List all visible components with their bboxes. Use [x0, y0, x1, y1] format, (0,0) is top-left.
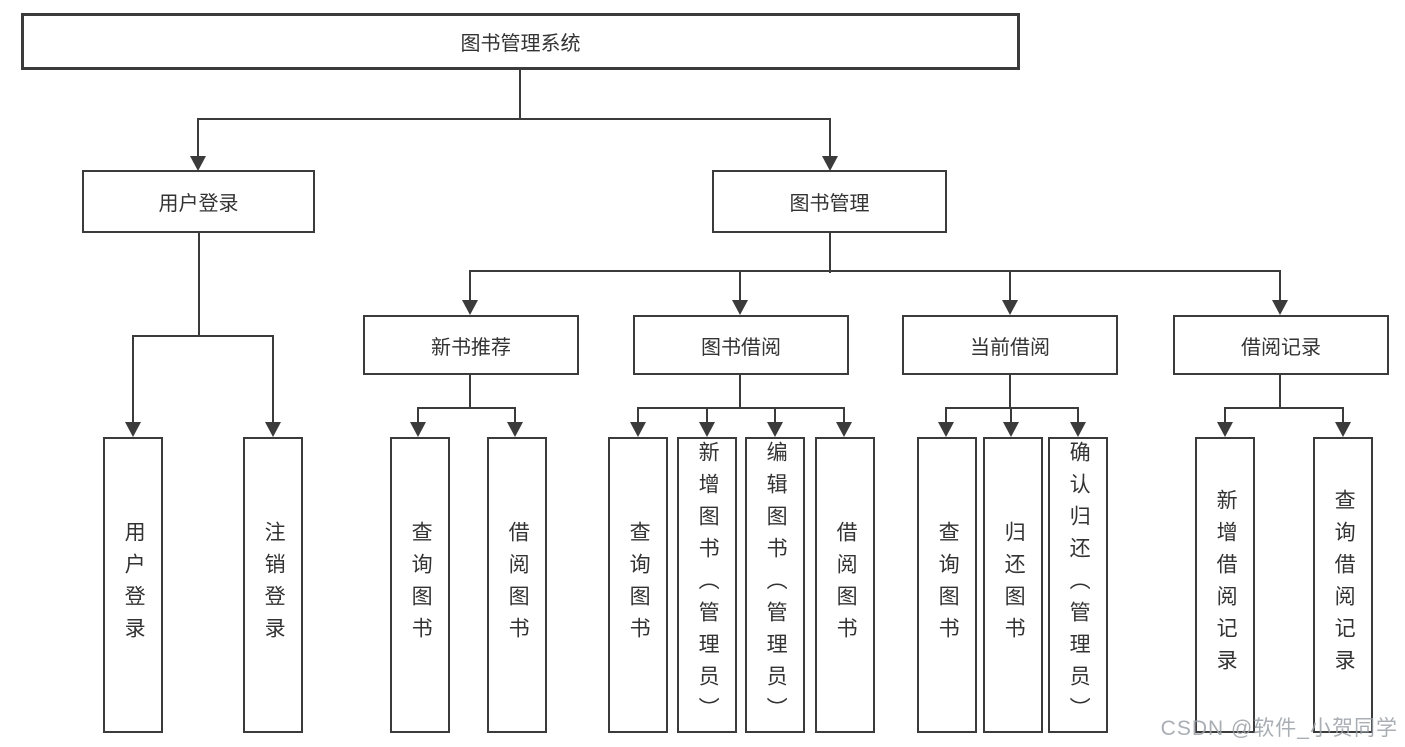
leaf-borrow-add-books-admin: 新增图书（管理员）	[677, 437, 737, 733]
node-label: 归还图书	[1002, 521, 1026, 649]
node-borrow-records: 借阅记录	[1173, 315, 1389, 375]
connector-line	[469, 271, 471, 302]
node-current-borrow: 当前借阅	[902, 315, 1118, 375]
arrow-down-icon	[125, 422, 141, 437]
node-label: 图书管理系统	[460, 33, 581, 55]
arrow-down-icon	[699, 422, 715, 437]
node-label: 图书借阅	[701, 336, 781, 359]
node-label: 查询图书	[409, 521, 433, 649]
leaf-records-query-borrow-record: 查询借阅记录	[1313, 437, 1373, 733]
arrow-down-icon	[836, 422, 852, 437]
connector-line	[519, 70, 521, 120]
leaf-borrow-edit-books-admin: 编辑图书（管理员）	[745, 437, 805, 733]
node-label: 确认归还（管理员）	[1067, 441, 1091, 729]
arrow-down-icon	[1002, 300, 1018, 315]
node-label: 借阅图书	[506, 521, 530, 649]
connector-line	[272, 336, 274, 423]
node-user-login: 用户登录	[82, 170, 315, 233]
arrow-down-icon	[507, 422, 523, 437]
connector-line	[945, 408, 947, 424]
watermark: CSDN @软件_小贺同学	[1160, 717, 1398, 740]
connector-line	[637, 408, 639, 424]
node-label: 编辑图书（管理员）	[764, 441, 788, 729]
connector-line	[198, 233, 200, 337]
leaf-logout: 注销登录	[243, 437, 303, 733]
connector-line	[1010, 408, 1012, 424]
connector-line	[132, 335, 274, 337]
connector-line	[417, 407, 516, 409]
leaf-newrec-borrow-books: 借阅图书	[487, 437, 547, 733]
leaf-borrow-query-books: 查询图书	[608, 437, 668, 733]
arrow-down-icon	[732, 300, 748, 315]
arrow-down-icon	[630, 422, 646, 437]
node-label: 用户登录	[122, 521, 146, 649]
arrow-down-icon	[265, 422, 281, 437]
node-label: 新增借阅记录	[1214, 489, 1238, 681]
node-book-management: 图书管理	[712, 170, 947, 233]
node-new-book-recommend: 新书推荐	[363, 315, 579, 375]
connector-line	[829, 233, 831, 273]
node-label: 新书推荐	[431, 336, 511, 359]
connector-line	[1224, 407, 1344, 409]
connector-line	[739, 375, 741, 409]
connector-line	[843, 408, 845, 424]
arrow-down-icon	[1070, 422, 1086, 437]
connector-line	[1009, 375, 1011, 409]
leaf-user-login: 用户登录	[103, 437, 163, 733]
node-label: 借阅记录	[1241, 336, 1321, 359]
connector-line	[829, 119, 831, 157]
node-label: 注销登录	[262, 521, 286, 649]
arrow-down-icon	[190, 156, 206, 171]
leaf-records-add-borrow-record: 新增借阅记录	[1195, 437, 1255, 733]
connector-line	[945, 407, 1079, 409]
connector-line	[774, 408, 776, 424]
node-label: 借阅图书	[834, 521, 858, 649]
leaf-borrow-borrow-books: 借阅图书	[815, 437, 875, 733]
leaf-current-query-books: 查询图书	[917, 437, 977, 733]
arrow-down-icon	[767, 422, 783, 437]
connector-line	[1279, 375, 1281, 409]
arrow-down-icon	[1003, 422, 1019, 437]
node-book-borrow: 图书借阅	[633, 315, 849, 375]
node-label: 图书管理	[789, 193, 870, 215]
node-label: 查询借阅记录	[1332, 489, 1356, 681]
connector-line	[469, 270, 1281, 272]
connector-line	[1077, 408, 1079, 424]
arrow-down-icon	[1217, 422, 1233, 437]
connector-line	[1342, 408, 1344, 424]
connector-line	[469, 375, 471, 409]
connector-line	[197, 119, 199, 157]
arrow-down-icon	[1272, 300, 1288, 315]
connector-line	[739, 271, 741, 302]
connector-line	[514, 408, 516, 424]
arrow-down-icon	[410, 422, 426, 437]
leaf-current-return-books: 归还图书	[983, 437, 1043, 733]
connector-line	[1009, 271, 1011, 302]
arrow-down-icon	[938, 422, 954, 437]
node-label: 新增图书（管理员）	[696, 441, 720, 729]
node-label: 当前借阅	[970, 336, 1050, 359]
connector-line	[1279, 271, 1281, 302]
arrow-down-icon	[1335, 422, 1351, 437]
connector-line	[417, 408, 419, 424]
arrow-down-icon	[822, 156, 838, 171]
node-label: 用户登录	[158, 193, 239, 215]
node-library-system: 图书管理系统	[21, 13, 1020, 70]
connector-line	[637, 407, 845, 409]
connector-line	[132, 336, 134, 423]
node-label: 查询图书	[627, 521, 651, 649]
connector-line	[1224, 408, 1226, 424]
connector-line	[197, 118, 831, 120]
connector-line	[706, 408, 708, 424]
arrow-down-icon	[462, 300, 478, 315]
leaf-current-confirm-return-admin: 确认归还（管理员）	[1048, 437, 1108, 733]
node-label: 查询图书	[936, 521, 960, 649]
leaf-newrec-query-books: 查询图书	[390, 437, 450, 733]
